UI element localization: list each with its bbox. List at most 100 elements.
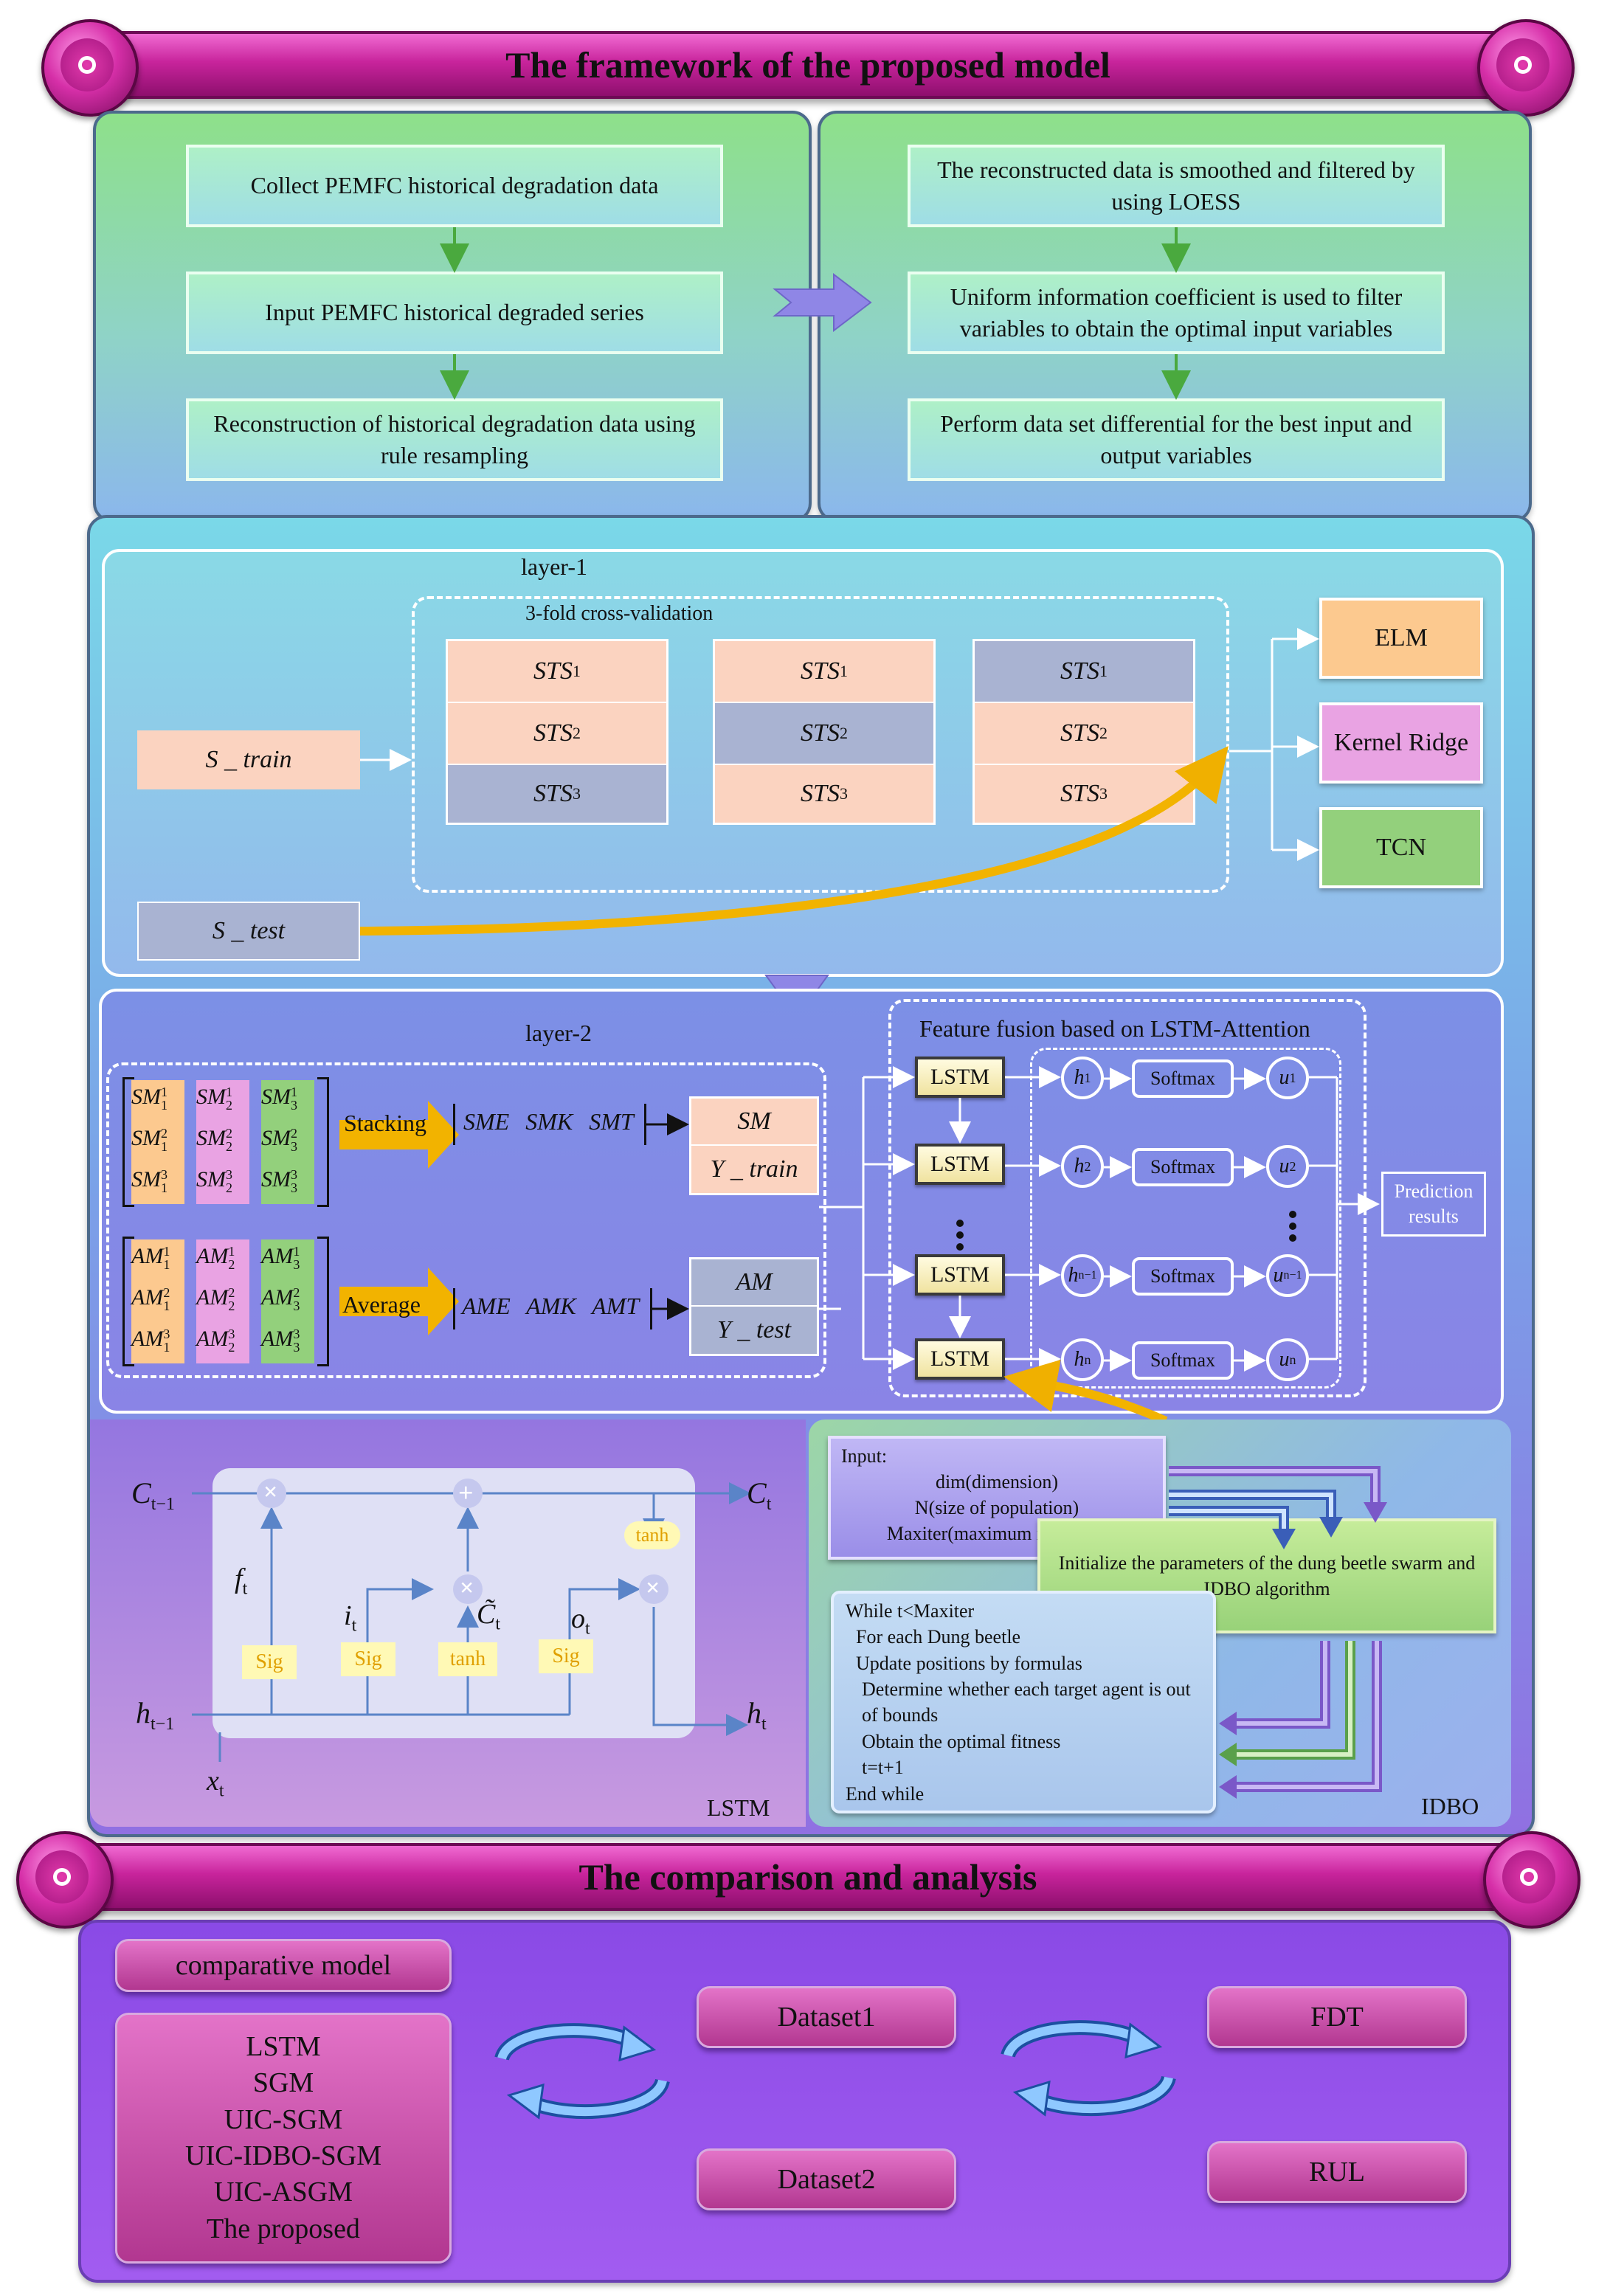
matrix-sub: 3 <box>293 1299 300 1314</box>
matrix-sup: 3 <box>291 1167 297 1183</box>
layer2-arrows <box>646 1066 1380 1425</box>
bracket-right <box>317 1077 329 1207</box>
matrix-sub: 1 <box>161 1139 167 1155</box>
sts-sub: 1 <box>572 662 581 680</box>
sts-text: STS <box>533 780 573 807</box>
c-sub: t−1 <box>151 1495 175 1514</box>
matrix-sub: 2 <box>226 1139 232 1155</box>
matrix-sub: 2 <box>226 1180 232 1196</box>
matrix-sub: 1 <box>161 1098 167 1113</box>
hidden-state-next: ht <box>747 1695 767 1735</box>
matrix-sup: 2 <box>163 1285 170 1301</box>
multiply-gate-icon <box>257 1479 286 1508</box>
cell-state-prev: Ct−1 <box>131 1476 175 1515</box>
ellipsis-dot <box>956 1231 964 1239</box>
sts-sub: 1 <box>1099 662 1108 680</box>
prediction-label: Prediction <box>1394 1180 1473 1203</box>
matrix-sup: 1 <box>161 1085 167 1100</box>
ellipsis-dot <box>956 1220 964 1227</box>
idbo-arrows <box>1169 1466 1387 1799</box>
idbo-loop-box: While t<Maxiter For each Dung beetle Upd… <box>831 1591 1216 1813</box>
sts-sub: 1 <box>839 662 848 680</box>
tanh-gate: tanh <box>438 1642 497 1676</box>
bent-arrow-icon <box>1237 1641 1355 1760</box>
cv-group <box>412 596 1229 893</box>
vector-item: SME <box>463 1108 510 1135</box>
sigmoid-gate: Sig <box>242 1645 297 1679</box>
arrowhead-icon <box>618 2025 657 2062</box>
bent-arrow-icon <box>1169 1493 1333 1517</box>
softmax-block: Softmax <box>1132 1059 1234 1098</box>
matrix-sup: 3 <box>293 1327 300 1342</box>
matrix-sup: 2 <box>226 1126 232 1141</box>
am-cell: AM <box>691 1259 817 1307</box>
loop-line: Obtain the optimal fitness <box>862 1730 1061 1752</box>
matrix-sub: 1 <box>163 1340 170 1355</box>
banner-knob-icon <box>41 19 139 117</box>
ame-vector <box>453 1288 652 1329</box>
sts-sub: 2 <box>572 724 581 742</box>
bracket-left <box>122 1237 134 1366</box>
output-gate-line <box>568 1578 640 1715</box>
top-banner: The framework of the proposed model <box>52 31 1564 99</box>
matrix-base: SM <box>196 1126 226 1150</box>
matrix-sub: 1 <box>163 1257 170 1273</box>
matrix-base: AM <box>261 1244 294 1268</box>
o-text: o <box>571 1603 585 1634</box>
lstm-cell-diagram <box>192 1479 751 1762</box>
cycle-arrow-icon <box>1003 2023 1143 2058</box>
model-name: LSTM <box>246 2030 321 2062</box>
matrix-sub: 3 <box>293 1340 300 1355</box>
arrowhead-icon <box>1219 1743 1237 1766</box>
matrix-sub: 3 <box>291 1139 297 1155</box>
matrix-sub: 3 <box>291 1180 297 1196</box>
matrix-sub: 2 <box>226 1098 232 1113</box>
layer2-title: layer-2 <box>525 1020 592 1046</box>
ame-vector-text: AME AMK AMT <box>462 1293 639 1320</box>
am-matrix <box>122 1237 329 1366</box>
bottom-banner: The comparison and analysis <box>52 1843 1564 1911</box>
cycle-arrow-icon <box>497 2026 637 2061</box>
bracket-right <box>317 1237 329 1366</box>
curved-arrow-icon <box>359 746 1229 936</box>
matrix-column <box>196 1080 249 1204</box>
arrowhead-icon <box>1012 2080 1051 2117</box>
t-sub: t <box>242 1579 248 1599</box>
matrix-sup: 3 <box>228 1327 235 1342</box>
sts-sub: 3 <box>1099 784 1108 803</box>
model-kernel-ridge: Kernel Ridge <box>1319 702 1483 784</box>
multiply-symbol: × <box>646 1574 660 1602</box>
ellipsis-dot <box>1289 1234 1296 1242</box>
idbo-caption: IDBO <box>1421 1793 1479 1819</box>
h-text: h <box>1068 1264 1079 1287</box>
loop-line: For each Dung beetle <box>856 1626 1021 1648</box>
dataset1-pill: Dataset1 <box>697 1986 956 2048</box>
u-sub: n−1 <box>1283 1269 1302 1282</box>
arrowhead-icon <box>506 2083 545 2120</box>
s-train-box: S _ train <box>137 730 360 789</box>
matrix-sup: 1 <box>226 1085 232 1100</box>
c-text: C <box>747 1476 767 1510</box>
c-tilde-text: C̃ <box>477 1599 496 1630</box>
matrix-base: SM <box>131 1126 161 1150</box>
banner-knob-icon <box>1477 19 1575 117</box>
matrix-sub: 3 <box>291 1098 297 1113</box>
sts-sub: 3 <box>839 784 848 803</box>
matrix-base: AM <box>131 1244 164 1268</box>
multiply-symbol: × <box>460 1574 474 1602</box>
i-text: i <box>344 1600 352 1631</box>
model-tcn: TCN <box>1319 807 1483 888</box>
stacking-label: Stacking <box>344 1110 426 1136</box>
